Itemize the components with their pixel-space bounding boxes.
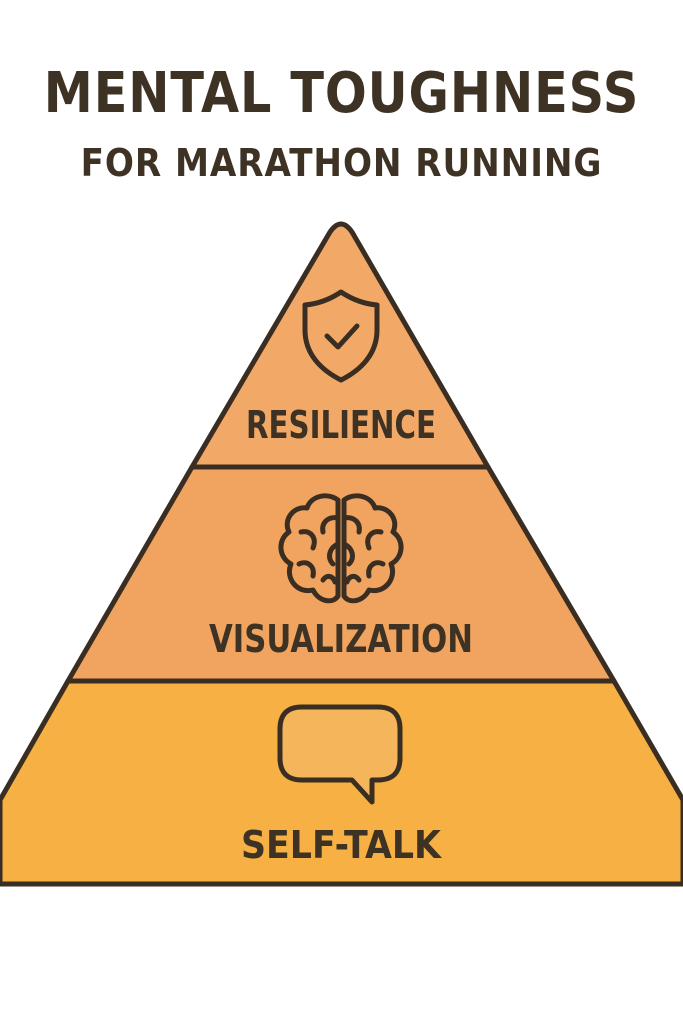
tier-label-self-talk: SELF-TALK xyxy=(241,823,442,867)
page-subtitle: FOR MARATHON RUNNING xyxy=(80,141,603,185)
tier-label-visualization: VISUALIZATION xyxy=(209,617,473,661)
header: MENTAL TOUGHNESS FOR MARATHON RUNNING xyxy=(0,62,683,186)
brain-icon xyxy=(278,493,404,604)
speech-bubble-icon xyxy=(277,704,403,805)
tier-label-resilience: RESILIENCE xyxy=(246,403,436,447)
shield-check-icon xyxy=(302,289,380,383)
page-title: MENTAL TOUGHNESS xyxy=(43,61,640,126)
